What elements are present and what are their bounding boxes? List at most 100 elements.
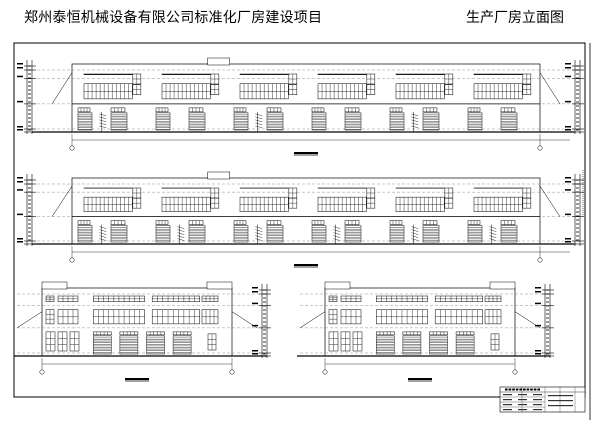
title-block-text-mark xyxy=(508,388,512,391)
title-block-text-mark xyxy=(537,388,540,391)
level-label-mark xyxy=(17,189,23,191)
level-label-mark xyxy=(565,189,571,191)
roof-stair-tower xyxy=(207,57,230,66)
roof-parapet xyxy=(489,281,516,290)
rolling-door xyxy=(146,335,165,355)
title-block-text-mark xyxy=(515,388,519,391)
stair-tread xyxy=(255,119,263,123)
transom-window xyxy=(146,331,165,336)
level-label-mark xyxy=(17,213,23,216)
transom-window xyxy=(429,331,448,336)
stair-tread xyxy=(489,229,497,232)
transom-window xyxy=(376,331,395,336)
stair-tread xyxy=(255,116,263,120)
roof-parapet xyxy=(41,281,68,290)
title-block-text-mark xyxy=(530,388,533,391)
level-label-mark xyxy=(565,67,571,69)
stair-tread xyxy=(177,238,185,241)
title-block xyxy=(499,386,586,413)
level-label-mark xyxy=(17,181,23,183)
title-block-text-mark xyxy=(533,399,542,401)
title-block-text-mark xyxy=(518,394,527,396)
canopy-brace xyxy=(539,72,561,105)
level-label-mark xyxy=(17,238,23,240)
title-block-text-mark xyxy=(503,409,512,411)
rolling-door xyxy=(93,335,112,355)
stair-tread xyxy=(177,229,185,232)
stair-tread xyxy=(255,122,263,126)
stair-tread xyxy=(177,232,185,235)
level-label-mark xyxy=(565,177,571,179)
project-title: 郑州泰恒机械设备有限公司标准化厂房建设项目 xyxy=(24,10,323,26)
stair-tread xyxy=(99,125,107,129)
title-block-text-mark xyxy=(512,388,515,391)
title-block-text-mark xyxy=(503,404,512,406)
stair-tread xyxy=(489,235,497,238)
stair-tread xyxy=(411,232,419,235)
stair-tread xyxy=(489,226,497,229)
level-label-mark xyxy=(565,126,571,128)
level-label-mark xyxy=(252,350,258,352)
level-label-mark xyxy=(17,67,23,69)
stair-tread xyxy=(411,119,419,123)
title-block-text-mark xyxy=(505,388,508,391)
stair-tread xyxy=(99,232,107,235)
level-label-mark xyxy=(17,63,23,65)
canopy-brace xyxy=(51,72,73,105)
title-block-text-mark xyxy=(519,388,522,391)
level-label-mark xyxy=(565,100,571,103)
elevation-caption-mark xyxy=(294,264,318,266)
building-outline xyxy=(71,177,541,245)
level-label-mark xyxy=(17,100,23,103)
stair-tread xyxy=(255,235,263,238)
level-label-mark xyxy=(565,129,571,131)
level-label-mark xyxy=(535,324,541,327)
elevation-caption-mark xyxy=(125,378,149,380)
long-elevation-front xyxy=(17,57,584,156)
axis-bubble xyxy=(229,369,235,375)
stair-tread xyxy=(255,113,263,117)
long-elevation-rear xyxy=(17,171,584,268)
stair-tread xyxy=(177,235,185,238)
axis-bubble xyxy=(537,145,543,151)
stair-tread xyxy=(411,116,419,120)
rolling-door xyxy=(172,335,192,355)
title-block-text-mark xyxy=(518,399,527,401)
axis-bubble xyxy=(537,257,543,263)
sheet-title: 生产厂房立面图 xyxy=(466,10,564,26)
roof-parapet xyxy=(324,281,351,290)
level-label-mark xyxy=(535,302,541,305)
title-block-text-mark xyxy=(533,388,537,391)
stair-tread xyxy=(99,226,107,229)
level-label-mark xyxy=(17,129,23,131)
rolling-door xyxy=(402,335,422,355)
stair-tread xyxy=(255,238,263,241)
canopy-brace xyxy=(51,186,73,217)
level-label-mark xyxy=(17,241,23,243)
stair-tread xyxy=(99,235,107,238)
title-block-text-mark xyxy=(533,409,542,411)
stair-tread xyxy=(411,229,419,232)
transom-window xyxy=(93,331,112,336)
stair-tread xyxy=(99,238,107,241)
level-label-mark xyxy=(535,353,541,355)
title-block-text-mark xyxy=(533,404,542,406)
title-block-text-mark xyxy=(526,388,530,391)
elevation-caption-mark xyxy=(408,378,432,380)
stair-tread xyxy=(99,122,107,126)
stair-tread xyxy=(411,238,419,241)
level-label-mark xyxy=(565,181,571,183)
title-block-text-mark xyxy=(518,409,527,411)
axis-bubble xyxy=(39,369,45,375)
level-label-mark xyxy=(252,324,258,327)
title-block-frame xyxy=(499,386,586,413)
rolling-door xyxy=(455,335,475,355)
level-label-mark xyxy=(565,75,571,78)
axis-bubble xyxy=(512,369,518,375)
canopy-brace xyxy=(299,311,326,329)
level-label-mark xyxy=(535,287,541,289)
side-elevation-right xyxy=(297,281,554,382)
stair-tread xyxy=(99,229,107,232)
stair-tread xyxy=(411,226,419,229)
